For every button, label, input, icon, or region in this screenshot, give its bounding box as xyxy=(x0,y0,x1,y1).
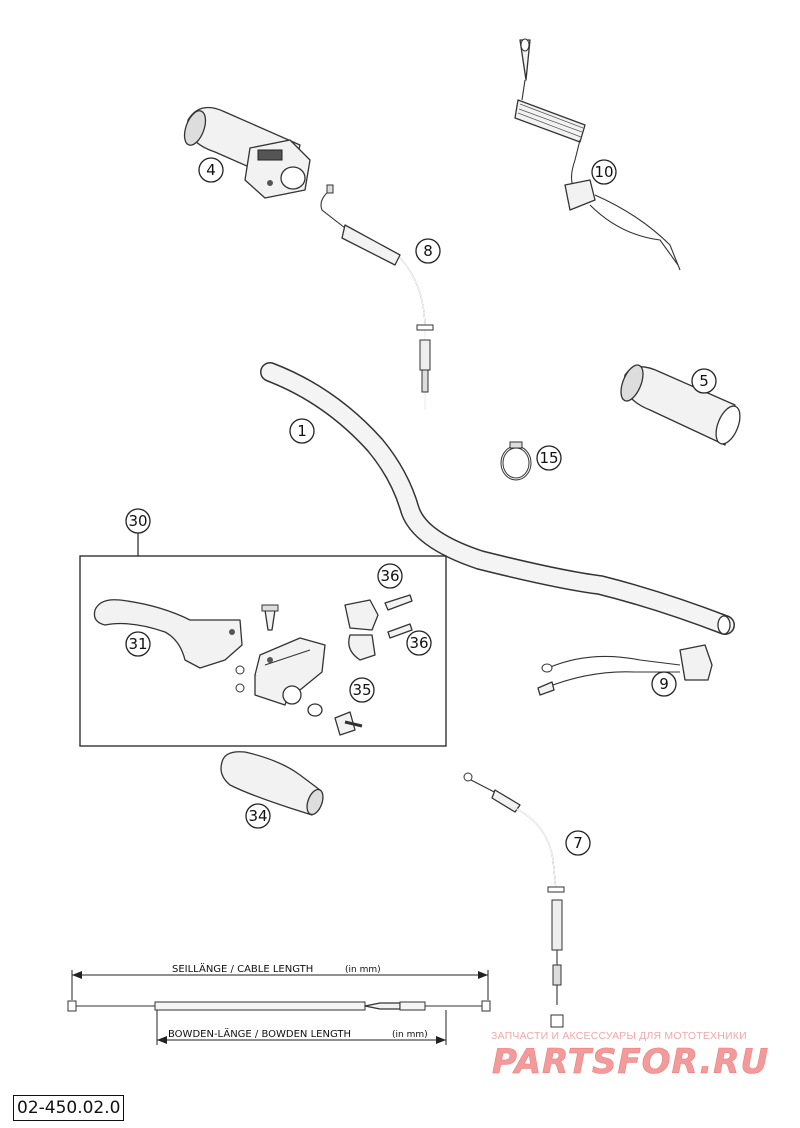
throttle-grip xyxy=(183,106,311,199)
cable-clamp xyxy=(500,441,532,481)
callout-35-label: 35 xyxy=(352,681,371,699)
callout-10-label: 10 xyxy=(594,163,613,181)
clamp-halves xyxy=(344,599,379,661)
callout-4: 4 xyxy=(198,157,224,183)
clutch-cable xyxy=(463,772,565,1028)
callout-34: 34 xyxy=(245,803,271,829)
handlebar xyxy=(260,362,735,635)
callout-34-label: 34 xyxy=(248,807,267,825)
callout-1-label: 1 xyxy=(297,422,307,440)
callout-36-upper-label: 36 xyxy=(380,567,399,585)
callout-7: 7 xyxy=(565,830,591,856)
cable-length-unit: (in mm) xyxy=(345,965,381,975)
callout-1: 1 xyxy=(289,418,315,444)
watermark-tagline: ЗАПЧАСТИ И АКСЕССУАРЫ ДЛЯ МОТОТЕХНИКИ xyxy=(491,1030,747,1042)
callout-15: 15 xyxy=(536,445,562,471)
callout-30-label: 30 xyxy=(128,512,147,530)
lever-cover xyxy=(220,751,324,816)
callout-35: 35 xyxy=(349,677,375,703)
callout-36-lower: 36 xyxy=(406,630,432,656)
lever-bracket xyxy=(254,604,326,706)
callout-36-upper: 36 xyxy=(377,563,403,589)
small-nuts xyxy=(235,665,245,693)
callout-8-label: 8 xyxy=(423,242,433,260)
cable-length-label: SEILLÄNGE / CABLE LENGTH xyxy=(172,962,313,975)
throttle-cable xyxy=(320,184,434,410)
clutch-lever-assembly-box xyxy=(79,555,447,747)
callout-8: 8 xyxy=(415,238,441,264)
callout-5: 5 xyxy=(691,368,717,394)
cable-length-diagram xyxy=(67,970,491,1045)
watermark-logo: PARTSFOR.RU xyxy=(492,1042,769,1083)
washer-and-screw xyxy=(307,703,363,736)
callout-10: 10 xyxy=(591,159,617,185)
callout-9: 9 xyxy=(651,671,677,697)
bowden-length-unit: (in mm) xyxy=(392,1030,428,1040)
light-switch xyxy=(537,644,713,696)
callout-31-label: 31 xyxy=(128,635,147,653)
callout-31: 31 xyxy=(125,631,151,657)
callout-7-label: 7 xyxy=(573,834,583,852)
callout-5-label: 5 xyxy=(699,372,709,390)
diagram-part-number: 02-450.02.0 xyxy=(13,1095,125,1121)
callout-36-lower-label: 36 xyxy=(409,634,428,652)
emergency-stop-switch xyxy=(514,38,681,271)
callout-30: 30 xyxy=(125,508,151,534)
clamp-screws xyxy=(384,594,413,639)
callout-9-label: 9 xyxy=(659,675,669,693)
svg-text:PARTSFOR.RU: PARTSFOR.RU xyxy=(492,1042,769,1082)
bowden-length-label: BOWDEN-LÄNGE / BOWDEN LENGTH xyxy=(168,1027,351,1040)
left-grip xyxy=(620,364,741,446)
clutch-lever xyxy=(93,599,243,669)
callout-4-label: 4 xyxy=(206,161,216,179)
callout-15-label: 15 xyxy=(539,449,558,467)
